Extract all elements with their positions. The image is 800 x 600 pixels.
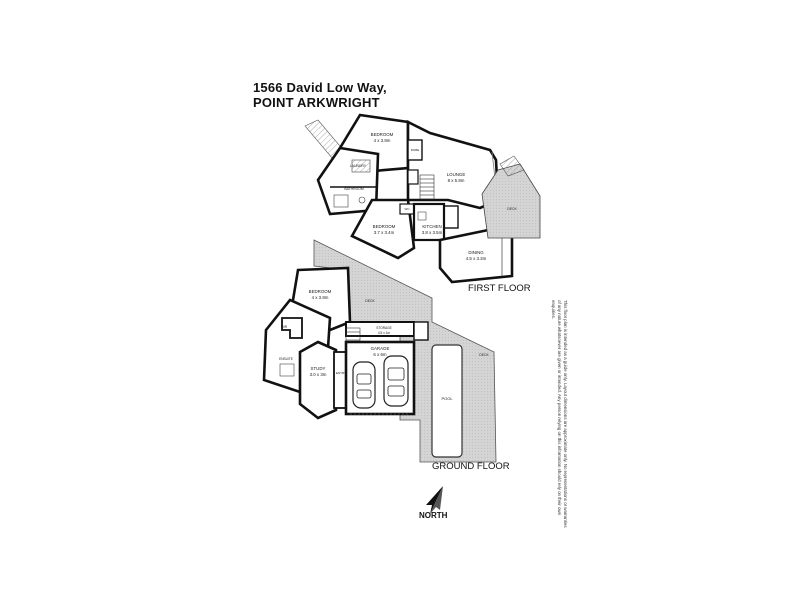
study-walls bbox=[298, 340, 338, 420]
study-name: STUDY bbox=[311, 366, 326, 371]
first-floor-label: FIRST FLOOR bbox=[468, 283, 531, 294]
dining-name: DINING bbox=[468, 250, 484, 255]
ground-bedroom-size: 4 x 3.8m bbox=[312, 295, 329, 300]
pool-outline bbox=[431, 344, 463, 458]
lounge-name: LOUNGE bbox=[447, 172, 466, 177]
entry-label: ENTRY bbox=[336, 371, 346, 375]
ground-bedroom-name: BEDROOM bbox=[309, 289, 332, 294]
garage-size: 6 x 6m bbox=[373, 352, 387, 357]
storage-size: 4.5 x 1m bbox=[378, 331, 391, 335]
ground-deck-top-label: DECK bbox=[365, 299, 375, 303]
first-wc-label: WC bbox=[405, 207, 411, 211]
first-floor-deck-label: DECK bbox=[507, 207, 517, 211]
north-compass-icon bbox=[426, 486, 443, 514]
disclaimer-text: This floor plan is intended as a guide o… bbox=[551, 300, 568, 528]
kitchen-name: KITCHEN bbox=[422, 224, 441, 229]
ground-floor-plan bbox=[262, 239, 497, 463]
north-label: NORTH bbox=[419, 511, 448, 520]
kitchen-size: 3.8 x 3.5m bbox=[422, 230, 443, 235]
car-1-icon bbox=[352, 361, 376, 409]
pool-label: POOL bbox=[441, 396, 453, 401]
first-floor-deck bbox=[481, 163, 541, 239]
first-bedroom-2-name: BEDROOM bbox=[373, 224, 396, 229]
lounge-size: 8 x 5.8m bbox=[448, 178, 465, 183]
car-2-icon bbox=[383, 355, 409, 407]
study-size: 3.0 x 3m bbox=[310, 372, 327, 377]
first-bedroom-2-size: 3.7 x 3.4m bbox=[374, 230, 395, 235]
first-floor-stairs bbox=[419, 174, 435, 200]
dining-size: 4.5 x 3.3m bbox=[466, 256, 487, 261]
bathroom-label: BATHROOM bbox=[344, 187, 364, 191]
address-line-2: POINT ARKWRIGHT bbox=[253, 95, 380, 110]
ensuite-label: ENSUITE bbox=[279, 357, 293, 361]
wir-label: WIR bbox=[281, 325, 288, 329]
storage-name: STORAGE bbox=[376, 326, 392, 330]
ground-floor-label: GROUND FLOOR bbox=[432, 461, 510, 472]
laundry-label: LAUNDRY bbox=[350, 164, 367, 168]
robe-label: ROBE bbox=[411, 148, 420, 152]
first-bedroom-1-size: 4 x 3.8m bbox=[374, 138, 391, 143]
second-bedroom-walls bbox=[350, 198, 416, 260]
first-floor-plan bbox=[304, 113, 541, 284]
garage-name: GARAGE bbox=[371, 346, 390, 351]
disclaimer-box: This floor plan is intended as a guide o… bbox=[551, 300, 568, 530]
first-bedroom-1-name: BEDROOM bbox=[371, 132, 394, 137]
ground-deck-side-label: DECK bbox=[479, 353, 489, 357]
address-line-1: 1566 David Low Way, bbox=[253, 80, 387, 95]
